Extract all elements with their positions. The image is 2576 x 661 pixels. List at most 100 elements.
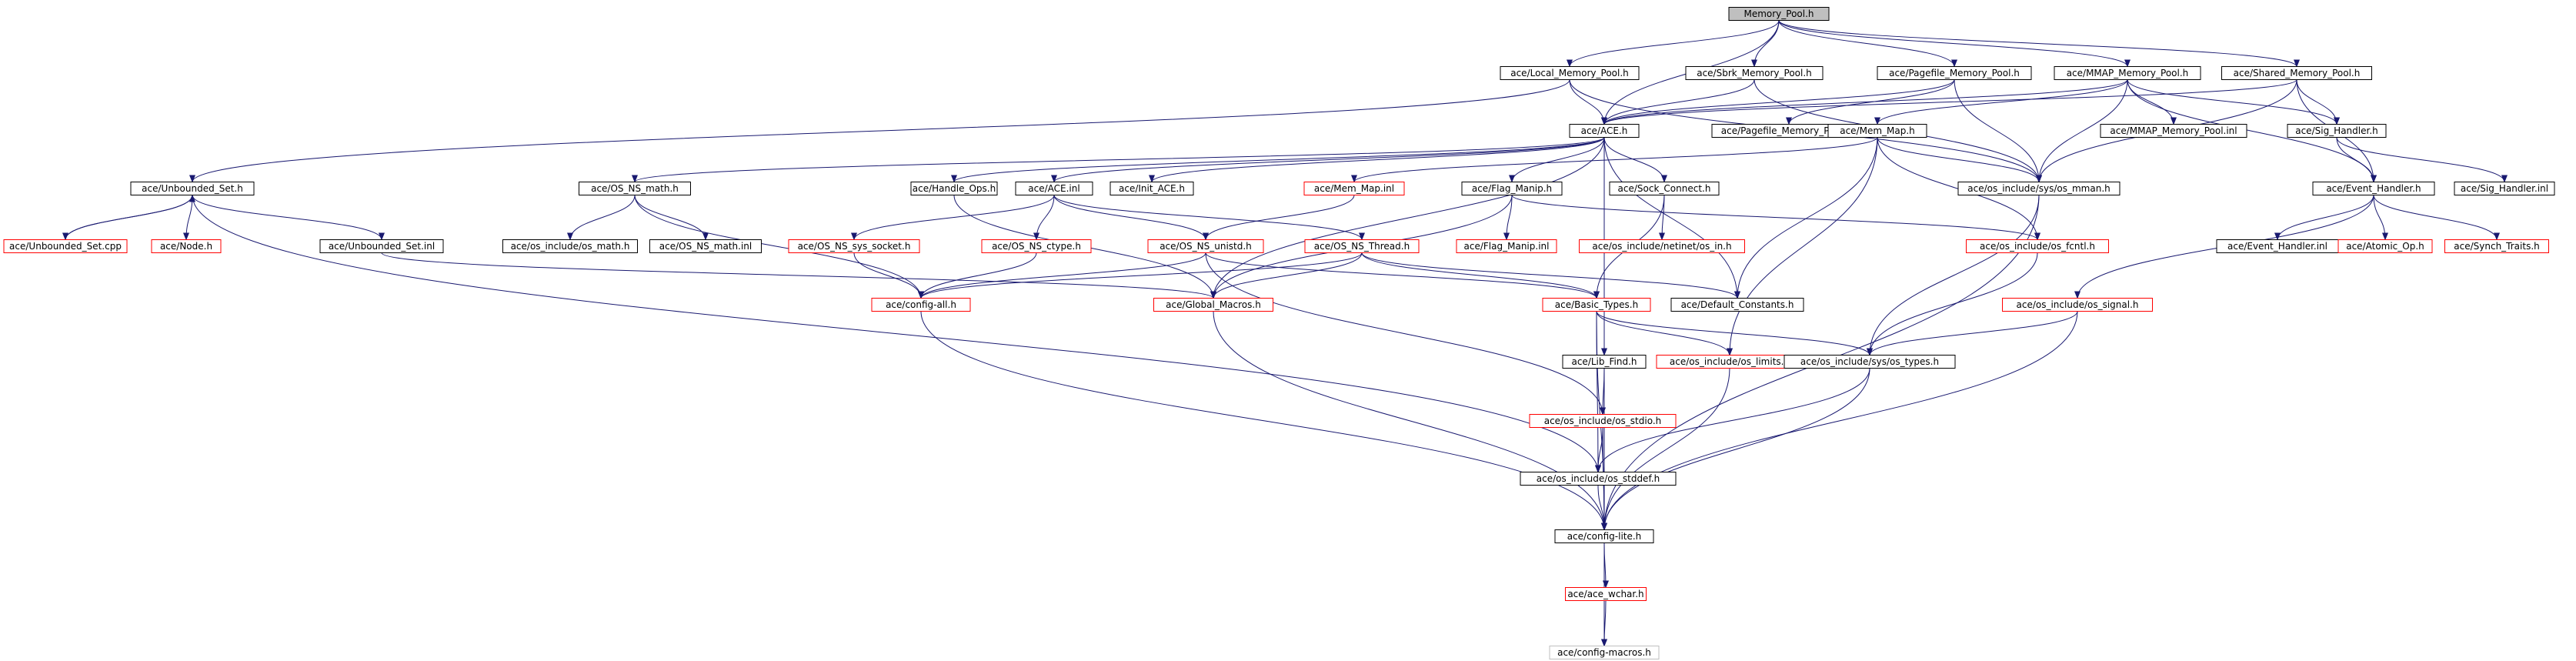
node-ace_inl[interactable]: ace/ACE.inl (1015, 182, 1093, 195)
node-os_mman_h[interactable]: ace/os_include/sys/os_mman.h (1957, 182, 2121, 195)
node-box[interactable] (1827, 124, 1927, 138)
node-box[interactable] (1966, 239, 2109, 253)
node-local_memory_pool_h[interactable]: ace/Local_Memory_Pool.h (1500, 66, 1640, 80)
node-box[interactable] (871, 298, 971, 312)
node-os_in_h[interactable]: ace/os_include/netinet/os_in.h (1579, 239, 1745, 253)
node-box[interactable] (1461, 182, 1563, 195)
node-os_signal_h[interactable]: ace/os_include/os_signal.h (2002, 298, 2153, 312)
node-config_all_h[interactable]: ace/config-all.h (871, 298, 971, 312)
node-unbounded_set_cpp[interactable]: ace/Unbounded_Set.cpp (3, 239, 128, 253)
node-box[interactable] (1549, 646, 1660, 659)
node-flag_manip_inl[interactable]: ace/Flag_Manip.inl (1456, 239, 1557, 253)
node-box[interactable] (2454, 182, 2555, 195)
node-memory_pool_h[interactable]: Memory_Pool.h (1728, 7, 1830, 21)
node-os_stddef_h[interactable]: ace/os_include/os_stddef.h (1520, 472, 1677, 486)
node-box[interactable] (1562, 355, 1647, 369)
node-box[interactable] (1147, 239, 1264, 253)
node-init_ace_h[interactable]: ace/Init_ACE.h (1109, 182, 1194, 195)
node-box[interactable] (1569, 124, 1640, 138)
node-os_ns_thread_h[interactable]: ace/OS_NS_Thread.h (1304, 239, 1420, 253)
node-sig_handler_h[interactable]: ace/Sig_Handler.h (2287, 124, 2387, 138)
node-config_macros_h[interactable]: ace/config-macros.h (1549, 646, 1660, 659)
node-node_h[interactable]: ace/Node.h (151, 239, 222, 253)
node-box[interactable] (3, 239, 128, 253)
node-event_handler_inl[interactable]: ace/Event_Handler.inl (2216, 239, 2339, 253)
node-pagefile_memory_pool_inl[interactable]: ace/Pagefile_Memory_Pool.inl (1711, 124, 1867, 138)
node-os_ns_ctype_h[interactable]: ace/OS_NS_ctype.h (981, 239, 1092, 253)
node-pagefile_memory_pool_h[interactable]: ace/Pagefile_Memory_Pool.h (1877, 66, 2032, 80)
node-config_lite_h[interactable]: ace/config-lite.h (1554, 529, 1654, 543)
node-box[interactable] (2002, 298, 2153, 312)
node-basic_types_h[interactable]: ace/Basic_Types.h (1542, 298, 1651, 312)
node-box[interactable] (1529, 414, 1677, 428)
node-box[interactable] (1565, 587, 1647, 601)
node-box[interactable] (1304, 239, 1420, 253)
node-handle_ops_h[interactable]: ace/Handle_Ops.h (910, 182, 998, 195)
node-ace_h[interactable]: ace/ACE.h (1569, 124, 1640, 138)
node-box[interactable] (1609, 182, 1720, 195)
node-synch_traits_h[interactable]: ace/Synch_Traits.h (2444, 239, 2549, 253)
node-box[interactable] (1685, 66, 1824, 80)
node-box[interactable] (502, 239, 638, 253)
node-mmap_memory_pool_h[interactable]: ace/MMAP_Memory_Pool.h (2054, 66, 2201, 80)
node-box[interactable] (2100, 124, 2247, 138)
node-os_ns_math_inl[interactable]: ace/OS_NS_math.inl (649, 239, 762, 253)
node-atomic_op_h[interactable]: ace/Atomic_Op.h (2337, 239, 2433, 253)
node-box[interactable] (788, 239, 920, 253)
node-os_types_h[interactable]: ace/os_include/sys/os_types.h (1784, 355, 1956, 369)
node-global_macros_h[interactable]: ace/Global_Macros.h (1153, 298, 1273, 312)
node-mem_map_inl[interactable]: ace/Mem_Map.inl (1303, 182, 1405, 195)
node-box[interactable] (1670, 298, 1804, 312)
node-sig_handler_inl[interactable]: ace/Sig_Handler.inl (2454, 182, 2555, 195)
node-label: ace/Pagefile_Memory_Pool.h (1889, 68, 2020, 78)
node-box[interactable] (1303, 182, 1405, 195)
node-box[interactable] (2221, 66, 2372, 80)
node-box[interactable] (1957, 182, 2121, 195)
node-ace_wchar_h[interactable]: ace/ace_wchar.h (1565, 587, 1647, 601)
node-box[interactable] (1579, 239, 1745, 253)
node-os_ns_math_h[interactable]: ace/OS_NS_math.h (579, 182, 691, 195)
node-box[interactable] (1500, 66, 1640, 80)
node-box[interactable] (579, 182, 691, 195)
node-box[interactable] (2312, 182, 2435, 195)
node-sock_connect_h[interactable]: ace/Sock_Connect.h (1609, 182, 1720, 195)
node-box[interactable] (910, 182, 998, 195)
node-box[interactable] (1542, 298, 1651, 312)
node-box[interactable] (319, 239, 444, 253)
node-label: ace/ace_wchar.h (1567, 589, 1643, 599)
node-box[interactable] (1554, 529, 1654, 543)
node-box[interactable] (1877, 66, 2032, 80)
node-lib_find_h[interactable]: ace/Lib_Find.h (1562, 355, 1647, 369)
node-box[interactable] (1456, 239, 1557, 253)
node-mmap_memory_pool_inl[interactable]: ace/MMAP_Memory_Pool.inl (2100, 124, 2247, 138)
node-box[interactable] (130, 182, 255, 195)
node-box[interactable] (1784, 355, 1956, 369)
node-unbounded_set_inl[interactable]: ace/Unbounded_Set.inl (319, 239, 444, 253)
node-box[interactable] (649, 239, 762, 253)
node-event_handler_h[interactable]: ace/Event_Handler.h (2312, 182, 2435, 195)
node-label: ace/Unbounded_Set.h (142, 183, 243, 194)
node-box[interactable] (981, 239, 1092, 253)
node-box[interactable] (2444, 239, 2549, 253)
node-sbrk_memory_pool_h[interactable]: ace/Sbrk_Memory_Pool.h (1685, 66, 1824, 80)
node-os_fcntl_h[interactable]: ace/os_include/os_fcntl.h (1966, 239, 2109, 253)
node-os_ns_sys_socket_h[interactable]: ace/OS_NS_sys_socket.h (788, 239, 920, 253)
node-box[interactable] (1728, 7, 1830, 21)
node-box[interactable] (2054, 66, 2201, 80)
node-unbounded_set_h[interactable]: ace/Unbounded_Set.h (130, 182, 255, 195)
node-box[interactable] (151, 239, 222, 253)
node-box[interactable] (2287, 124, 2387, 138)
node-shared_memory_pool_h[interactable]: ace/Shared_Memory_Pool.h (2221, 66, 2372, 80)
node-box[interactable] (1153, 298, 1273, 312)
node-os_ns_unistd_h[interactable]: ace/OS_NS_unistd.h (1147, 239, 1264, 253)
node-os_limits_h[interactable]: ace/os_include/os_limits.h (1656, 355, 1804, 369)
node-flag_manip_h[interactable]: ace/Flag_Manip.h (1461, 182, 1563, 195)
node-default_constants_h[interactable]: ace/Default_Constants.h (1670, 298, 1804, 312)
node-box[interactable] (2337, 239, 2433, 253)
node-box[interactable] (1520, 472, 1677, 486)
node-os_stdio_h[interactable]: ace/os_include/os_stdio.h (1529, 414, 1677, 428)
node-box[interactable] (1015, 182, 1093, 195)
node-os_math_h[interactable]: ace/os_include/os_math.h (502, 239, 638, 253)
node-mem_map_h[interactable]: ace/Mem_Map.h (1827, 124, 1927, 138)
node-box[interactable] (1109, 182, 1194, 195)
